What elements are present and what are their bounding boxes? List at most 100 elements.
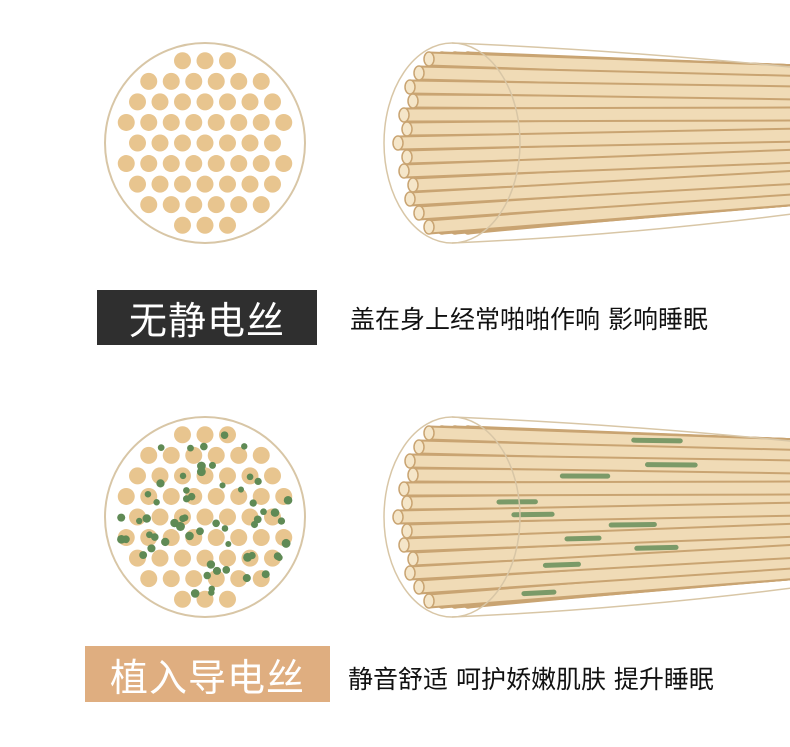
conductive-dot (179, 515, 187, 523)
fiber-dot (207, 529, 225, 547)
fiber-dot (174, 590, 191, 608)
fiber-body (428, 427, 790, 452)
conductive-thread (634, 544, 679, 551)
fiber-dot (185, 72, 203, 90)
fiber-dot (241, 175, 259, 193)
fiber-dot (140, 113, 158, 131)
fiber-dot (151, 93, 169, 111)
fiber-strand (401, 512, 790, 539)
fiber-dot (162, 196, 180, 214)
fiber-dot (275, 155, 293, 173)
conductive-dot (249, 499, 257, 507)
fiber-end (401, 495, 413, 511)
fiber-dot (174, 216, 191, 234)
conductive-dot (225, 541, 232, 548)
fiber-body (418, 67, 790, 88)
fiber-strand (398, 522, 790, 553)
fiber-body (403, 150, 790, 177)
fiber-strand (404, 79, 790, 101)
conductive-dot (270, 508, 280, 517)
fiber-end (413, 579, 425, 595)
fiber-dot (230, 72, 248, 90)
conductive-dot (203, 571, 211, 580)
conductive-dot (183, 487, 190, 494)
fiber-end (407, 551, 419, 567)
fiber-dot (207, 72, 225, 90)
fiber-strand (413, 180, 790, 221)
fiber-end (404, 453, 416, 469)
fiber-body (403, 524, 790, 551)
conductive-dot (182, 495, 191, 503)
conductive-dot (248, 551, 256, 560)
fiber-dot (129, 467, 146, 485)
fiber-dot (185, 155, 203, 173)
fiber-dot (162, 487, 180, 505)
fiber-dot (151, 549, 169, 567)
conductive-dot (117, 535, 126, 544)
fiber-strand (398, 480, 790, 497)
fiber-dot (264, 175, 281, 193)
fiber-end (413, 65, 425, 81)
fiber-dot (151, 175, 169, 193)
fiber-body (428, 53, 790, 78)
conductive-thread (521, 589, 557, 597)
fiber-dot (219, 52, 236, 70)
conductive-dot (237, 486, 245, 493)
fiber-strand (401, 117, 790, 137)
conductive-dot (261, 570, 270, 579)
fiber-body (428, 567, 790, 607)
fiber-dot (207, 155, 225, 173)
fiber-dot (252, 446, 270, 464)
fiber-dot (151, 134, 169, 152)
fiber-dot (196, 93, 214, 111)
fiber-dot (129, 134, 146, 152)
fiber-dot (151, 467, 169, 485)
fiber-dot (219, 590, 236, 608)
fiber-dot (162, 72, 180, 90)
fiber-dot (196, 508, 214, 526)
fiber-strand (404, 453, 790, 475)
fiber-dot (174, 549, 191, 567)
fiber-dot (196, 426, 214, 444)
fiber-body (409, 81, 790, 99)
fiber-dot (230, 196, 248, 214)
conductive-dot (197, 461, 206, 471)
fiber-strand (398, 106, 790, 123)
fiber-dot (174, 175, 191, 193)
bundle-sheath-bottom (451, 587, 790, 618)
conductive-thread (631, 437, 683, 444)
conductive-dot (157, 444, 165, 451)
fiber-body (409, 455, 790, 473)
fiber-dot (219, 93, 236, 111)
fiber-strand (404, 544, 790, 581)
fiber-dot (230, 529, 248, 547)
fiber-end (413, 205, 425, 221)
fiber-dot (129, 175, 146, 193)
conductive-dot (117, 513, 126, 522)
fiber-dot (185, 113, 203, 131)
fiber-dot (219, 216, 236, 234)
fiber-dot (117, 113, 135, 131)
conductive-dot (170, 518, 179, 528)
conductive-dot (222, 566, 231, 574)
fiber-dot (162, 446, 180, 464)
conductive-dot (161, 537, 170, 547)
fiber-end (392, 509, 404, 525)
fiber-strand (423, 425, 790, 454)
fiber-dot (129, 93, 146, 111)
fiber-dot (264, 93, 281, 111)
plain-fiber-tag: 无静电丝 (97, 290, 317, 345)
fiber-end (404, 191, 416, 207)
fiber-end (404, 79, 416, 95)
fiber-dot (264, 467, 281, 485)
conductive-cross-section (104, 416, 306, 618)
fiber-strand (398, 148, 790, 179)
fiber-dot (264, 134, 281, 152)
fiber-dot (196, 216, 214, 234)
fiber-dot (252, 529, 270, 547)
fiber-dot (117, 155, 135, 173)
fiber-end (401, 121, 413, 137)
fiber-dot (162, 570, 180, 588)
fiber-end (423, 219, 435, 235)
